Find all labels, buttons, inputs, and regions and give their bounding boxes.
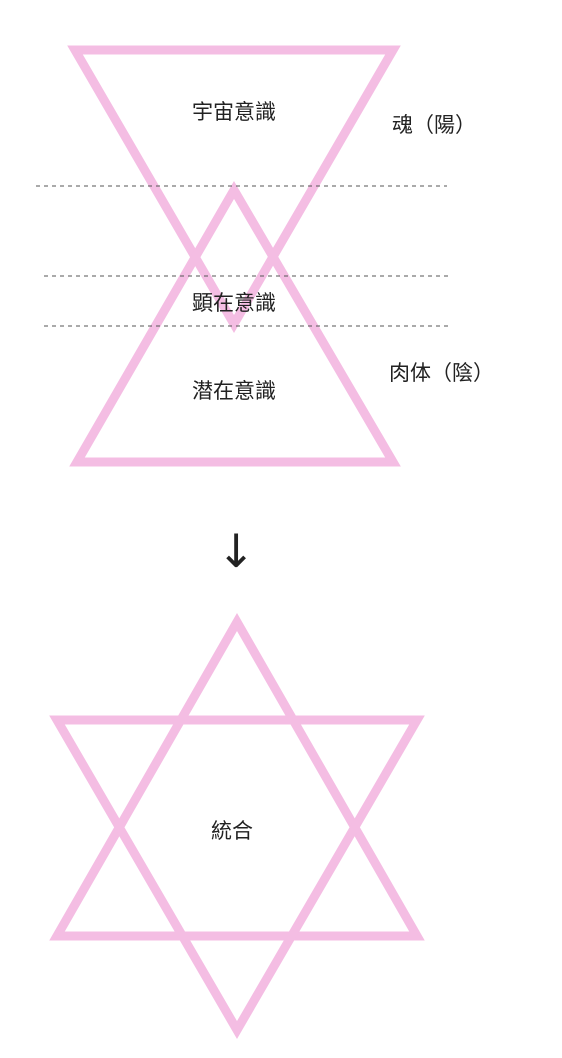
inverted-triangle-soul [67,45,401,333]
soul-yang-label: 魂（陽） [392,113,476,137]
hexagram-inverted-triangle [49,715,425,1039]
down-arrow-icon: ↓ [217,524,256,578]
subconscious-label: 潜在意識 [192,379,276,403]
hexagram-upright-triangle [49,612,425,941]
manifest-consciousness-label: 顕在意識 [192,291,276,315]
body-yin-label: 肉体（陰） [389,361,494,385]
upright-triangle-body [69,181,401,467]
integration-label: 統合 [211,819,253,843]
cosmic-consciousness-label: 宇宙意識 [192,100,276,124]
